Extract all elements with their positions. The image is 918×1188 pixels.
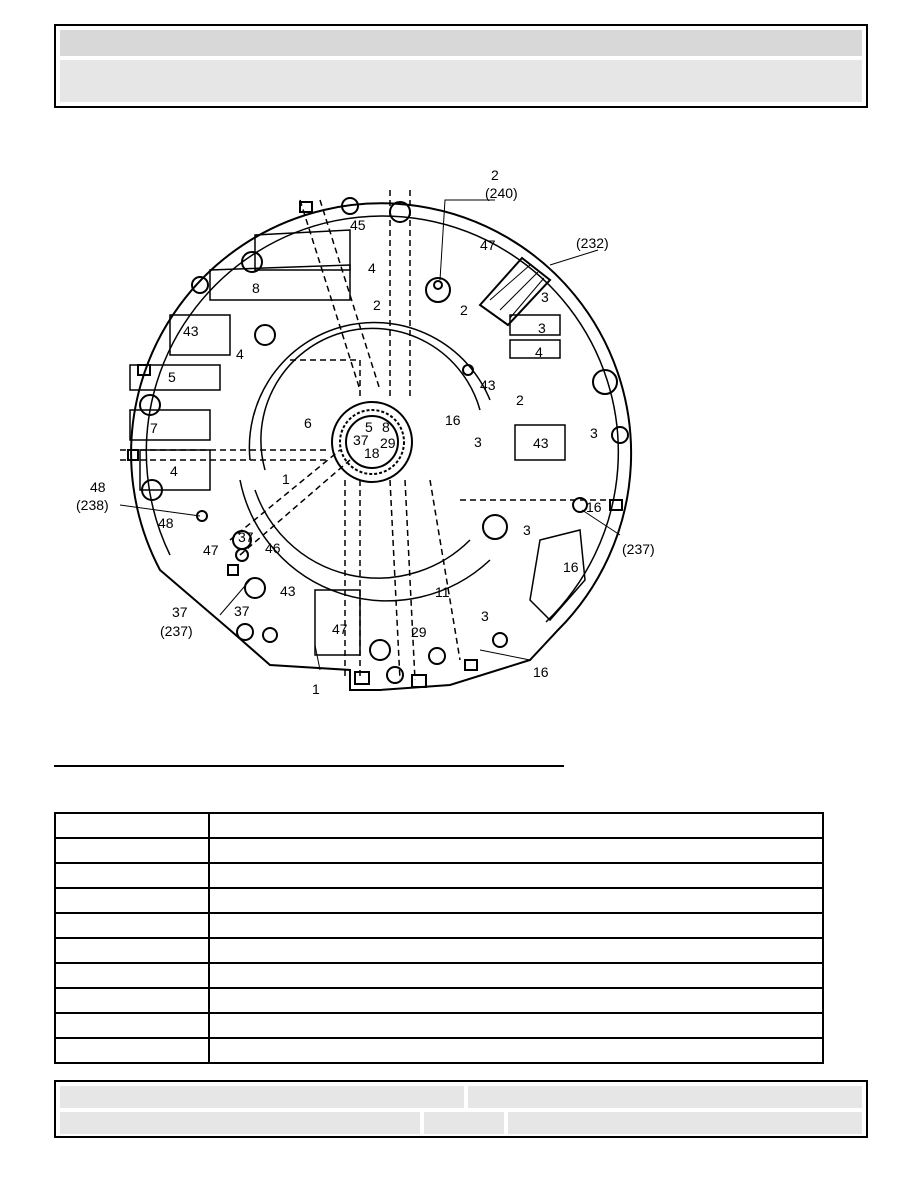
footer-cell-bottom-left	[60, 1112, 420, 1134]
table-row	[54, 812, 824, 839]
table-row	[54, 962, 824, 989]
table-row	[54, 987, 824, 1014]
label-37-b: 37	[172, 604, 188, 620]
label-237-right: (237)	[622, 541, 655, 557]
label-43-right: 43	[533, 435, 549, 451]
table-cell-key	[54, 862, 210, 889]
label-43-low: 43	[280, 583, 296, 599]
label-48: 48	[90, 479, 106, 495]
table-row	[54, 887, 824, 914]
footer-cell-bottom-mid	[424, 1112, 504, 1134]
label-8-left: 8	[252, 280, 260, 296]
table-cell-key	[54, 1037, 210, 1064]
label-3-a: 3	[541, 289, 549, 305]
legend-table-wrap	[54, 812, 824, 1064]
table-cell-key	[54, 812, 210, 839]
label-237-left: (237)	[160, 623, 193, 639]
label-29-center: 29	[380, 435, 396, 451]
table-cell-key	[54, 962, 210, 989]
table-row	[54, 1012, 824, 1039]
label-37-center: 37	[353, 432, 369, 448]
table-cell-value	[208, 887, 824, 914]
label-48-inner: 48	[158, 515, 174, 531]
footer-cell-right	[468, 1086, 862, 1108]
table-cell-key	[54, 837, 210, 864]
table-cell-value	[208, 812, 824, 839]
label-4-b: 4	[535, 344, 543, 360]
hub-mid	[339, 409, 405, 475]
label-37-c: 37	[234, 603, 250, 619]
housing-outline	[130, 202, 633, 691]
table-cell-value	[208, 837, 824, 864]
label-3-c: 3	[474, 434, 482, 450]
label-7: 7	[150, 420, 158, 436]
label-1-mid: 1	[282, 471, 290, 487]
label-29-low: 29	[411, 624, 427, 640]
label-3-d: 3	[590, 425, 598, 441]
table-cell-key	[54, 912, 210, 939]
label-240: (240)	[485, 185, 518, 201]
label-232: (232)	[576, 235, 609, 251]
label-3-e: 3	[523, 522, 531, 538]
label-16-low: 16	[533, 664, 549, 680]
label-2-top: 2	[491, 167, 499, 183]
table-cell-key	[54, 1012, 210, 1039]
label-47-low: 47	[332, 621, 348, 637]
label-2-b: 2	[373, 297, 381, 313]
label-5-left: 5	[168, 369, 176, 385]
table-row	[54, 837, 824, 864]
table-cell-value	[208, 1012, 824, 1039]
label-43-left: 43	[183, 323, 199, 339]
label-16-right: 16	[586, 499, 602, 515]
label-5-center: 5	[365, 419, 373, 435]
label-8-center: 8	[382, 419, 390, 435]
solenoid-body	[478, 256, 552, 327]
label-1-low: 1	[312, 681, 320, 697]
label-11: 11	[435, 584, 450, 600]
label-46: 46	[265, 540, 281, 556]
label-18: 18	[364, 445, 380, 461]
pump-body-diagram: 2 (240) (232) 45 47 8 4 2 2 3 3 4 43 4 5…	[60, 160, 700, 720]
table-cell-value	[208, 937, 824, 964]
footer-frame	[54, 1080, 868, 1138]
label-238: (238)	[76, 497, 109, 513]
label-47-top: 47	[480, 237, 496, 253]
table-row	[54, 937, 824, 964]
table-row	[54, 912, 824, 939]
hub-inner	[345, 415, 399, 469]
label-43-mid: 43	[480, 377, 496, 393]
header-title-bar	[60, 30, 862, 56]
hub-outer	[331, 401, 413, 483]
table-cell-value	[208, 987, 824, 1014]
label-3-f: 3	[481, 608, 489, 624]
label-2-c: 2	[460, 302, 468, 318]
footer-cell-left	[60, 1086, 464, 1108]
table-cell-key	[54, 987, 210, 1014]
table-row	[54, 1037, 824, 1064]
label-3-b: 3	[538, 320, 546, 336]
section-divider	[54, 765, 564, 767]
header-subtitle-bar	[60, 60, 862, 102]
table-cell-key	[54, 937, 210, 964]
legend-table	[54, 812, 824, 1064]
label-4-c: 4	[236, 346, 244, 362]
label-37-a: 37	[238, 529, 254, 545]
table-cell-value	[208, 912, 824, 939]
table-cell-key	[54, 887, 210, 914]
label-4-a: 4	[368, 260, 376, 276]
table-cell-value	[208, 862, 824, 889]
table-cell-value	[208, 962, 824, 989]
header-frame	[54, 24, 868, 108]
footer-cell-bottom-right	[508, 1112, 862, 1134]
label-45: 45	[350, 217, 366, 233]
diagram-svg: 2 (240) (232) 45 47 8 4 2 2 3 3 4 43 4 5…	[76, 167, 655, 697]
label-16-mid: 16	[563, 559, 579, 575]
label-47-left: 47	[203, 542, 219, 558]
label-16-center: 16	[445, 412, 461, 428]
label-2-d: 2	[516, 392, 524, 408]
label-6: 6	[304, 415, 312, 431]
table-row	[54, 862, 824, 889]
table-cell-value	[208, 1037, 824, 1064]
label-4-d: 4	[170, 463, 178, 479]
